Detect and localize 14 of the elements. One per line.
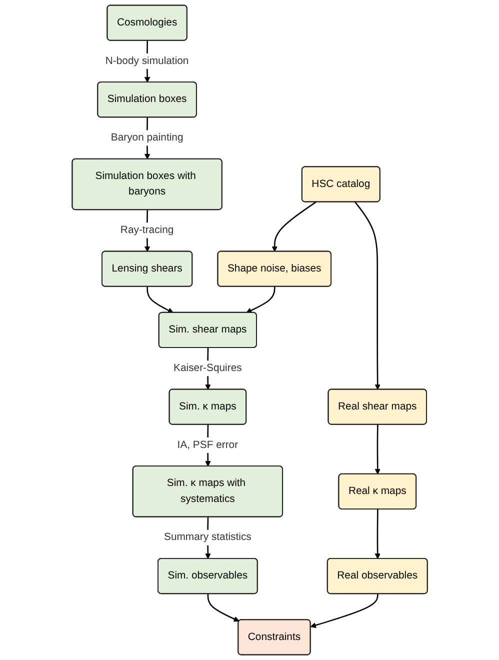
edge-label: Ray-tracing — [120, 224, 174, 236]
arrow — [146, 286, 174, 314]
arrow — [374, 509, 380, 560]
edge-label: Summary statistics — [164, 532, 252, 543]
edge-label: N-body simulation — [105, 55, 188, 66]
arrow — [374, 424, 380, 474]
arrow — [354, 202, 380, 390]
arrow — [207, 594, 240, 622]
edge-label: Baryon painting — [110, 132, 183, 144]
arrow — [246, 286, 276, 314]
edge-label: IA, PSF error — [177, 439, 238, 450]
edge-label: Kaiser-Squires — [173, 362, 242, 374]
arrow — [310, 594, 378, 628]
arrow — [271, 202, 316, 252]
